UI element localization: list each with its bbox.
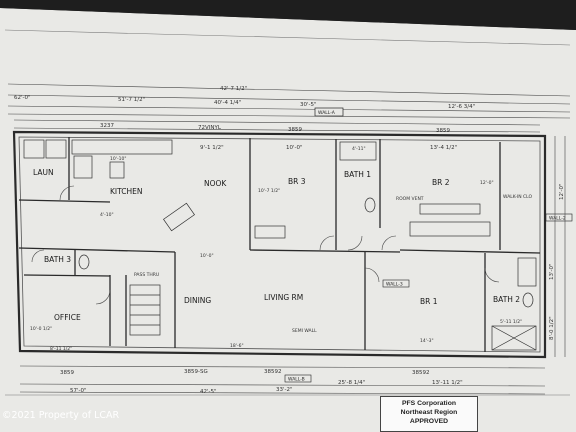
dim-top-overall: 42'-7 1/2" — [220, 86, 247, 92]
room-kitchen: KITCHEN — [110, 187, 143, 196]
stamp-line-1: PFS Corporation — [402, 400, 456, 407]
dim-bath1-w: 4'-11" — [352, 146, 366, 152]
wall-2-tag — [545, 213, 573, 222]
room-laun: LAUN — [33, 168, 54, 177]
right-dimension-lines — [554, 136, 566, 357]
dim-top-h: 10'-0" — [286, 145, 303, 151]
code-b4: 38592 — [412, 370, 430, 376]
stamp-line-3: APPROVED — [409, 418, 449, 425]
note-wall: SEMI WALL — [292, 328, 317, 334]
sheet-border — [4, 29, 571, 396]
room-bath3: BATH 3 — [44, 255, 71, 264]
dim-office-w: 8'-11 1/2" — [50, 346, 72, 352]
dim-living-w: 18'-6" — [230, 343, 244, 349]
room-dining: DINING — [184, 296, 211, 305]
dim-dining-w: 10'-0" — [200, 253, 214, 259]
dim-top-c: 40'-4 1/4" — [214, 100, 241, 106]
dim-bath3-w: 4'-10" — [100, 212, 114, 218]
dim-bath2-w: 5'-11 1/2" — [500, 319, 522, 325]
watermark: ©2021 Property of LCAR — [2, 410, 120, 421]
room-office: OFFICE — [54, 313, 81, 322]
wall-a-label: WALL-A — [318, 110, 336, 116]
dim-top-e: 12'-6 3/4" — [448, 104, 475, 110]
door-swings — [31, 185, 500, 305]
dim-br1-w: 14'-3" — [420, 338, 434, 344]
code-b2: 3859-SG — [184, 369, 208, 375]
vinyl-note: 72VINYL — [198, 125, 222, 131]
wall-3-tag — [382, 279, 410, 288]
room-br2: BR 2 — [432, 178, 450, 187]
room-bath1: BATH 1 — [344, 170, 371, 179]
dim-right-c: 12'-0" — [559, 183, 565, 200]
dim-right-a: 8'-0 1/2" — [549, 316, 555, 340]
room-bath2: BATH 2 — [493, 295, 520, 304]
dim-right-b: 13'-0" — [549, 263, 555, 280]
code-2: 3859 — [288, 127, 302, 133]
code-3: 3859 — [436, 128, 450, 134]
dim-top-f: 13'-4 1/2" — [430, 145, 457, 151]
note-pass: PASS THRU — [134, 272, 159, 278]
dim-br3-h: 10'-7 1/2" — [258, 188, 280, 194]
code-b3: 38592 — [264, 369, 282, 375]
dim-top-g: 9'-1 1/2" — [200, 145, 224, 151]
fixtures — [23, 139, 537, 351]
dim-bottom-b: 42'-5" — [200, 389, 217, 395]
dim-bottom-e: 13'-11 1/2" — [432, 380, 463, 386]
approval-stamp: PFS Corporation Northeast Region APPROVE… — [380, 396, 478, 432]
code-b1: 3859 — [60, 370, 74, 376]
dim-br2-h: 12'-0" — [480, 180, 494, 186]
wall-2-label: WALL-2 — [549, 216, 566, 222]
room-nook: NOOK — [204, 179, 227, 188]
dim-top-a: 62'-0" — [14, 95, 31, 101]
bottom-dimension-lines — [19, 365, 546, 395]
dim-kitchen-w: 10'-10" — [110, 156, 126, 162]
dim-top-b: 51'-7 1/2" — [118, 97, 145, 103]
dim-bottom-d: 25'-8 1/4" — [338, 380, 365, 386]
top-dimension-lines — [7, 83, 571, 133]
note-walk-in: WALK-IN CLO — [503, 194, 533, 200]
dim-bottom-a: 57'-0" — [70, 388, 87, 394]
exterior-walls — [12, 130, 547, 359]
dim-top-d: 30'-5" — [300, 102, 317, 108]
room-br3: BR 3 — [288, 177, 306, 186]
room-br1: BR 1 — [420, 297, 438, 306]
wall-b-tag — [284, 374, 312, 383]
note-room: ROOM VENT — [396, 196, 424, 202]
code-1: 3237 — [100, 123, 114, 129]
dim-office-h: 10'-0 1/2" — [30, 326, 52, 332]
wall-b-label: WALL-B — [288, 377, 305, 383]
dim-bottom-c: 33'-2" — [276, 387, 293, 393]
wall-3-label: WALL-3 — [386, 282, 403, 288]
exterior-walls-inner — [18, 136, 541, 353]
stamp-line-2: Northeast Region — [400, 409, 458, 416]
interior-walls — [18, 137, 541, 352]
wall-a-tag — [314, 107, 344, 117]
room-living: LIVING RM — [264, 293, 303, 302]
